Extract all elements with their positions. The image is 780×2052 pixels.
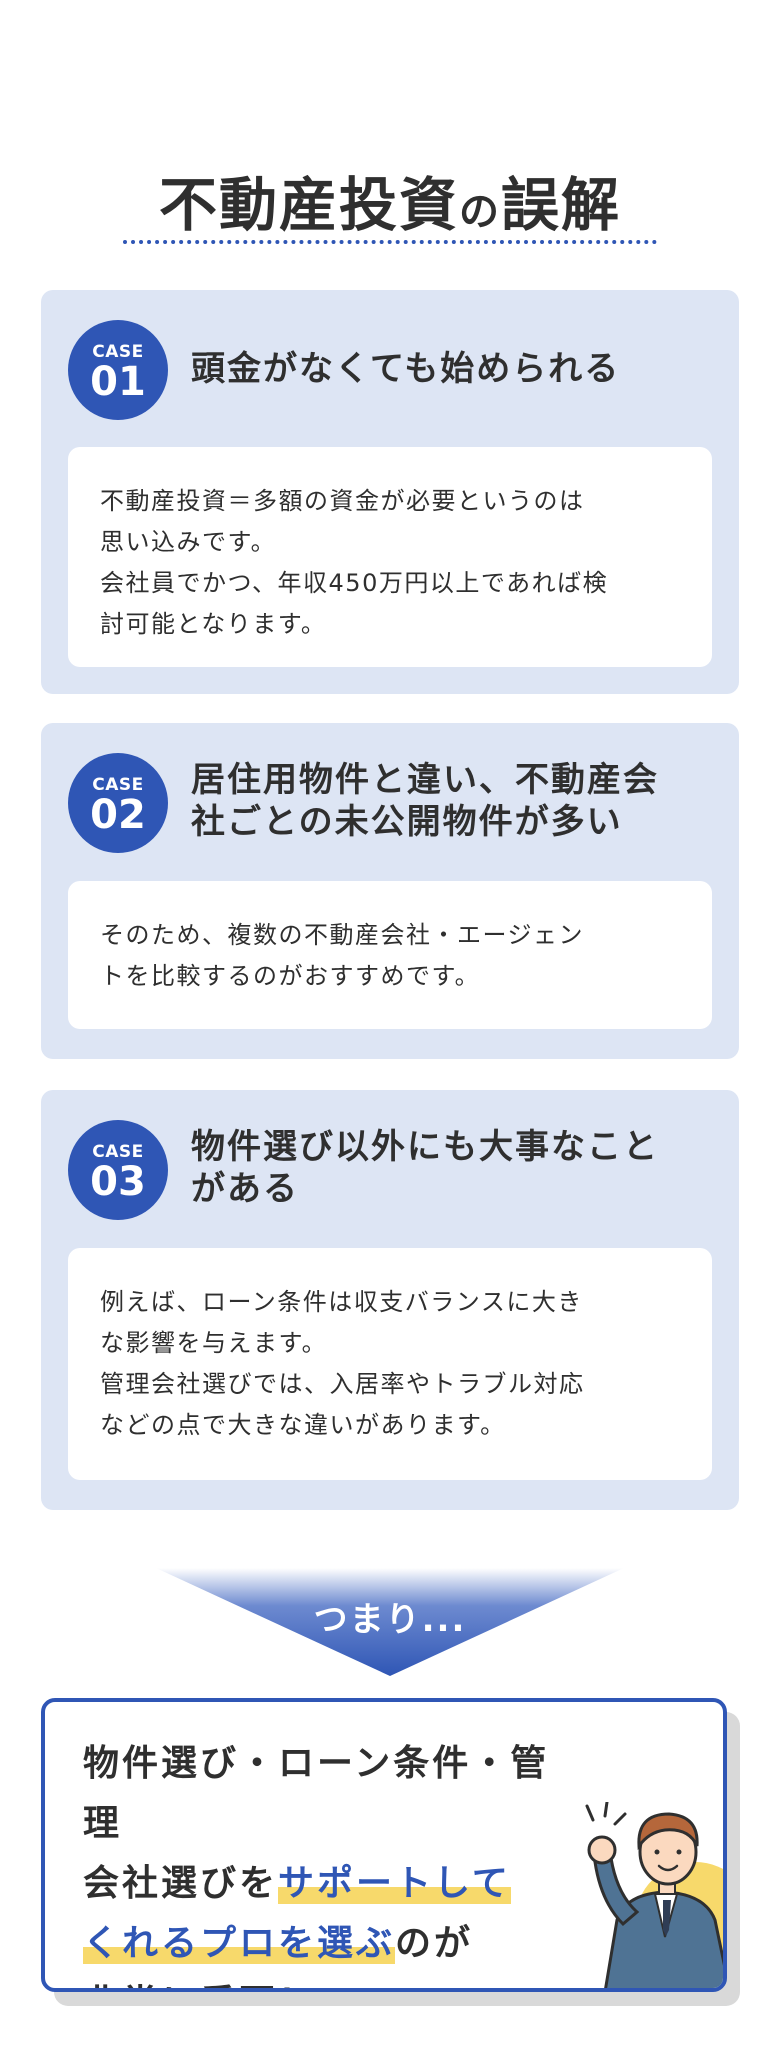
case-card-01: CASE 01 頭金がなくても始められる 不動産投資＝多額の資金が必要というのは… <box>41 290 739 694</box>
case-badge: CASE 01 <box>68 320 168 420</box>
page-title: 不動産投資の誤解 <box>0 158 780 242</box>
case-badge-label: CASE <box>92 775 144 795</box>
case-title: 居住用物件と違い、不動産会 社ごとの未公開物件が多い <box>191 760 659 842</box>
case-badge-label: CASE <box>92 1142 144 1162</box>
case-card-03: CASE 03 物件選び以外にも大事なこと がある 例えば、ローン条件は収支バラ… <box>41 1090 739 1510</box>
summary-text: 物件選び・ローン条件・管理 会社選びをサポートして くれるプロを選ぶのが 非常に… <box>83 1743 550 1988</box>
summary-highlight: くれるプロを選ぶ <box>83 1923 396 1964</box>
case-badge-label: CASE <box>92 342 144 362</box>
case-card-02: CASE 02 居住用物件と違い、不動産会 社ごとの未公開物件が多い そのため、… <box>41 723 739 1059</box>
case-badge: CASE 03 <box>68 1120 168 1220</box>
title-connector: の <box>459 189 501 235</box>
case-body: 不動産投資＝多額の資金が必要というのは 思い込みです。 会社員でかつ、年収450… <box>68 447 712 667</box>
case-badge-number: 02 <box>90 792 146 838</box>
case-badge: CASE 02 <box>68 753 168 853</box>
arrow-label: つまり... <box>313 1600 467 1640</box>
case-body: 例えば、ローン条件は収支バランスに大き な影響を与えます。 管理会社選びでは、入… <box>68 1248 712 1480</box>
title-underline <box>123 240 657 244</box>
case-title: 頭金がなくても始められる <box>191 349 621 389</box>
case-title: 物件選び以外にも大事なこと がある <box>191 1127 659 1209</box>
title-main: 不動産投資 <box>158 171 459 239</box>
down-arrow-banner <box>156 1568 624 1676</box>
summary-box: 物件選び・ローン条件・管理 会社選びをサポートして くれるプロを選ぶのが 非常に… <box>41 1698 727 1992</box>
case-body: そのため、複数の不動産会社・エージェン トを比較するのがおすすめです。 <box>68 881 712 1029</box>
summary-highlight: サポートして <box>278 1863 511 1904</box>
title-tail: 誤解 <box>501 171 622 239</box>
case-badge-number: 03 <box>90 1159 146 1205</box>
businessman-illustration <box>585 1802 723 1988</box>
case-badge-number: 01 <box>90 359 146 405</box>
